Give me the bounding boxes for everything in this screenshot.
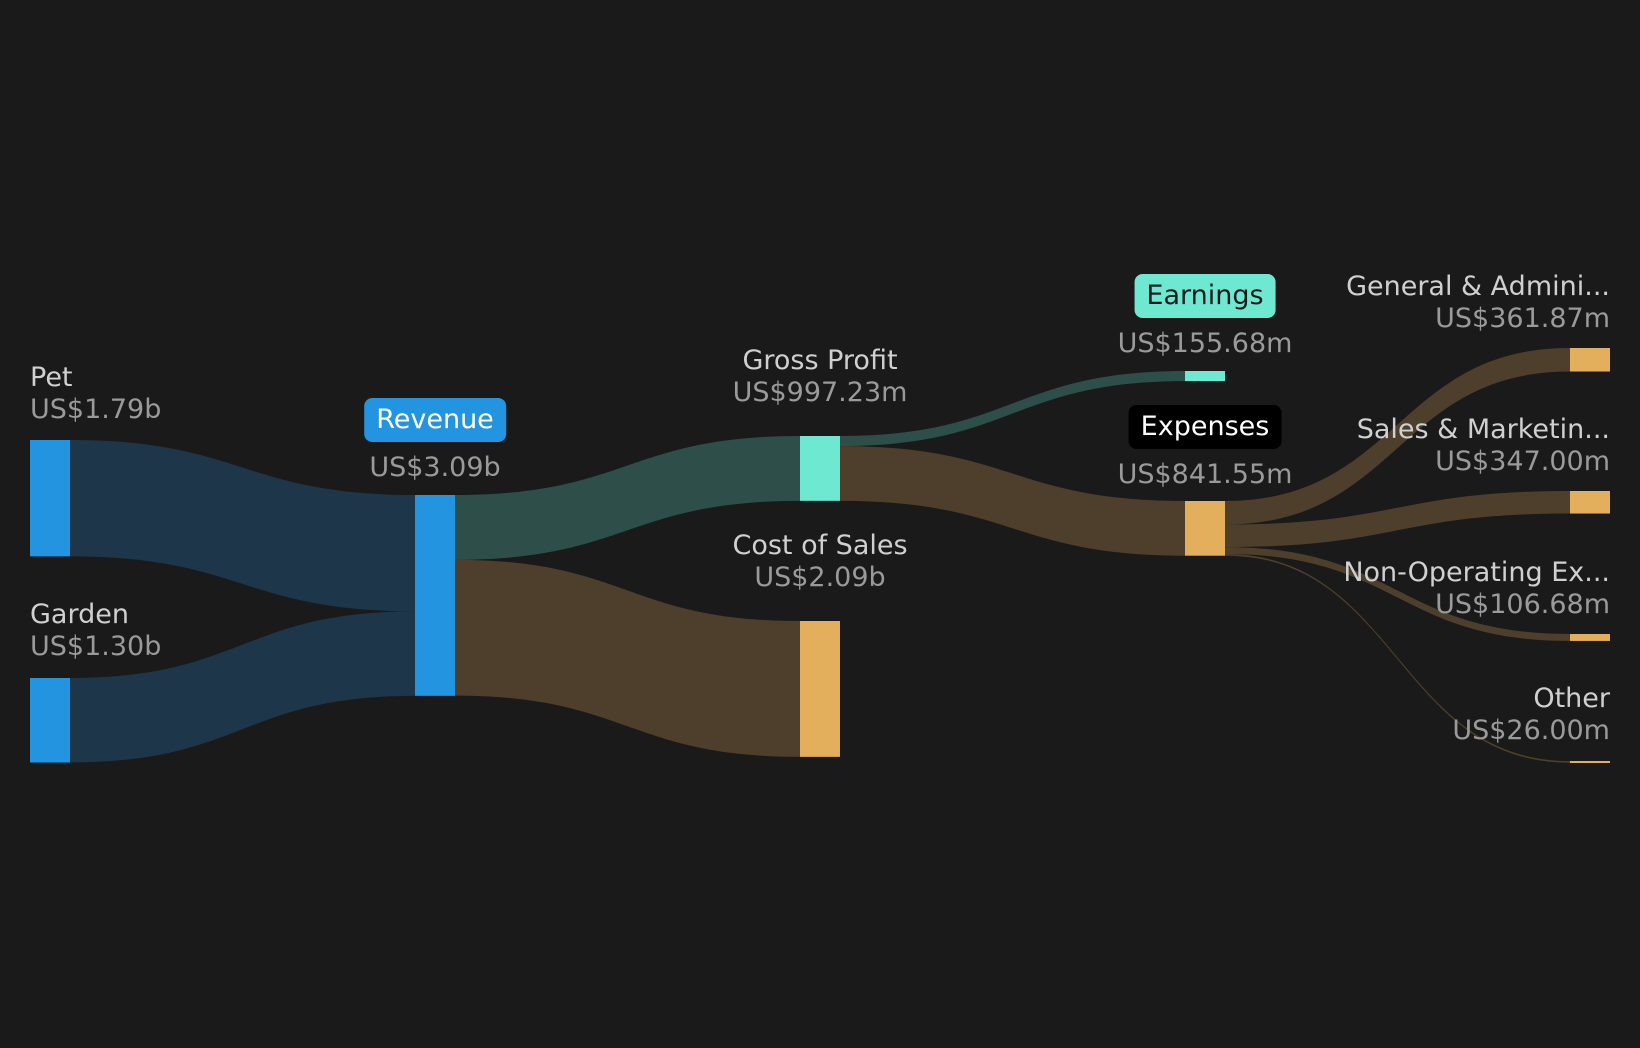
link-expenses-to-non_operating	[1225, 547, 1570, 641]
revenue-badge: Revenue	[364, 398, 506, 442]
link-garden-to-revenue	[70, 611, 415, 763]
node-value-revenue: US$3.09b	[369, 452, 501, 483]
node-bar-non_operating	[1570, 634, 1610, 641]
node-value-pet: US$1.79b	[30, 394, 162, 425]
label-other: Other US$26.00m	[1452, 683, 1610, 747]
link-gross_profit-to-expenses	[840, 446, 1185, 556]
label-sales-marketing: Sales & Marketin... US$347.00m	[1357, 414, 1610, 478]
node-value-gen-admin: US$361.87m	[1435, 303, 1610, 334]
node-name-garden: Garden	[30, 599, 129, 630]
node-value-sales-marketing: US$347.00m	[1435, 446, 1610, 477]
earnings-badge: Earnings	[1134, 274, 1276, 318]
node-name-gross-profit: Gross Profit	[742, 345, 898, 376]
node-name-non-operating: Non-Operating Ex...	[1343, 557, 1610, 588]
label-earnings: Earnings US$155.68m	[1117, 274, 1293, 360]
node-value-cost-of-sales: US$2.09b	[754, 562, 886, 593]
node-name-sales-marketing: Sales & Marketin...	[1356, 414, 1610, 445]
label-non-operating: Non-Operating Ex... US$106.68m	[1343, 557, 1610, 621]
node-bar-earnings	[1185, 371, 1225, 382]
label-gen-admin: General & Admini... US$361.87m	[1346, 271, 1610, 335]
node-value-expenses: US$841.55m	[1117, 459, 1293, 490]
link-gross_profit-to-earnings	[840, 371, 1185, 447]
link-expenses-to-other	[1225, 554, 1570, 763]
link-expenses-to-gen_admin	[1225, 348, 1570, 525]
link-revenue-to-gross_profit	[455, 436, 800, 560]
flow-nodes	[30, 348, 1610, 763]
node-value-garden: US$1.30b	[30, 631, 162, 662]
label-cost-of-sales: Cost of Sales US$2.09b	[732, 530, 907, 594]
node-bar-other	[1570, 761, 1610, 763]
node-bar-cost_of_sales	[800, 621, 840, 757]
flow-links	[70, 348, 1570, 763]
node-name-gen-admin: General & Admini...	[1346, 271, 1610, 302]
link-expenses-to-sales_marketing	[1225, 491, 1570, 548]
label-garden: Garden US$1.30b	[30, 599, 161, 663]
label-revenue: Revenue US$3.09b	[364, 398, 506, 484]
node-bar-revenue	[415, 495, 455, 696]
node-bar-expenses	[1185, 501, 1225, 556]
node-value-gross-profit: US$997.23m	[732, 377, 908, 408]
node-bar-sales_marketing	[1570, 491, 1610, 514]
node-value-non-operating: US$106.68m	[1435, 589, 1610, 620]
node-bar-gross_profit	[800, 436, 840, 501]
link-revenue-to-cost_of_sales	[455, 559, 800, 757]
node-value-earnings: US$155.68m	[1117, 328, 1293, 359]
node-name-pet: Pet	[30, 362, 73, 393]
label-gross-profit: Gross Profit US$997.23m	[733, 345, 908, 409]
label-expenses: Expenses US$841.55m	[1117, 405, 1293, 491]
node-name-other: Other	[1533, 683, 1610, 714]
node-bar-garden	[30, 678, 70, 763]
node-value-other: US$26.00m	[1452, 715, 1610, 746]
link-pet-to-revenue	[70, 440, 415, 612]
label-pet: Pet US$1.79b	[30, 362, 161, 426]
expenses-badge: Expenses	[1128, 405, 1282, 449]
node-bar-pet	[30, 440, 70, 557]
node-name-cost-of-sales: Cost of Sales	[732, 530, 908, 561]
node-bar-gen_admin	[1570, 348, 1610, 372]
